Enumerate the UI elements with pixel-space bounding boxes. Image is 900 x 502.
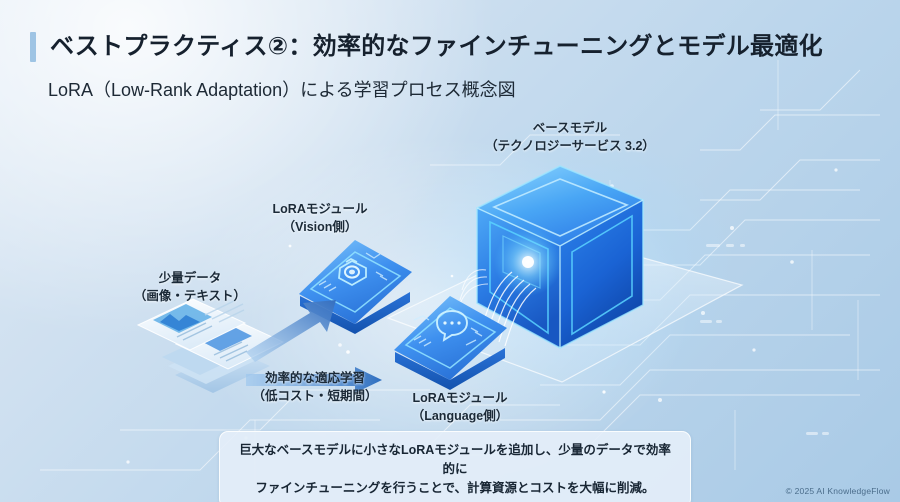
label-lora-language: LoRAモジュール （Language側） — [355, 390, 565, 426]
label-lora-language-line2: （Language側） — [411, 408, 509, 423]
connection-fibres — [480, 271, 537, 347]
base-model-cube — [476, 165, 644, 349]
label-base-model: ベースモデル （テクノロジーサービス 3.2） — [420, 120, 720, 156]
label-small-data: 少量データ （画像・テキスト） — [100, 270, 280, 306]
summary-caption-line1: 巨大なベースモデルに小さなLoRAモジュールを追加し、少量のデータで効率的に — [239, 443, 671, 476]
label-adaptive-learning: 効率的な適応学習 （低コスト・短期間） — [215, 370, 415, 406]
summary-caption-line2: ファインチューニングを行うことで、計算資源とコストを大幅に削減。 — [255, 480, 655, 495]
summary-caption: 巨大なベースモデルに小さなLoRAモジュールを追加し、少量のデータで効率的に フ… — [219, 431, 691, 502]
label-small-data-line2: （画像・テキスト） — [133, 288, 247, 303]
label-lora-vision-line2: （Vision側） — [282, 219, 358, 234]
footer-copyright: © 2025 AI KnowledgeFlow — [785, 486, 890, 496]
title-accent-bar — [30, 32, 36, 62]
label-lora-vision-line1: LoRAモジュール — [272, 202, 368, 216]
lora-vision-module — [299, 240, 412, 334]
page-title: ベストプラクティス②：効率的なファインチューニングとモデル最適化 — [50, 33, 823, 60]
label-adaptive-learning-line2: （低コスト・短期間） — [252, 388, 378, 403]
connection-fibres-left — [457, 269, 489, 311]
label-small-data-line1: 少量データ — [158, 271, 222, 285]
label-adaptive-learning-line1: 効率的な適応学習 — [264, 371, 365, 385]
label-lora-vision: LoRAモジュール （Vision側） — [215, 201, 425, 237]
arrow-diagonal-to-vision — [246, 300, 336, 362]
base-platform — [386, 234, 744, 383]
title-row: ベストプラクティス②：効率的なファインチューニングとモデル最適化 — [30, 32, 823, 62]
label-base-model-line1: ベースモデル — [532, 121, 608, 135]
label-lora-language-line1: LoRAモジュール — [412, 391, 508, 405]
page-subtitle: LoRA（Low-Rank Adaptation）による学習プロセス概念図 — [48, 80, 516, 100]
label-base-model-line2: （テクノロジーサービス 3.2） — [485, 138, 655, 153]
